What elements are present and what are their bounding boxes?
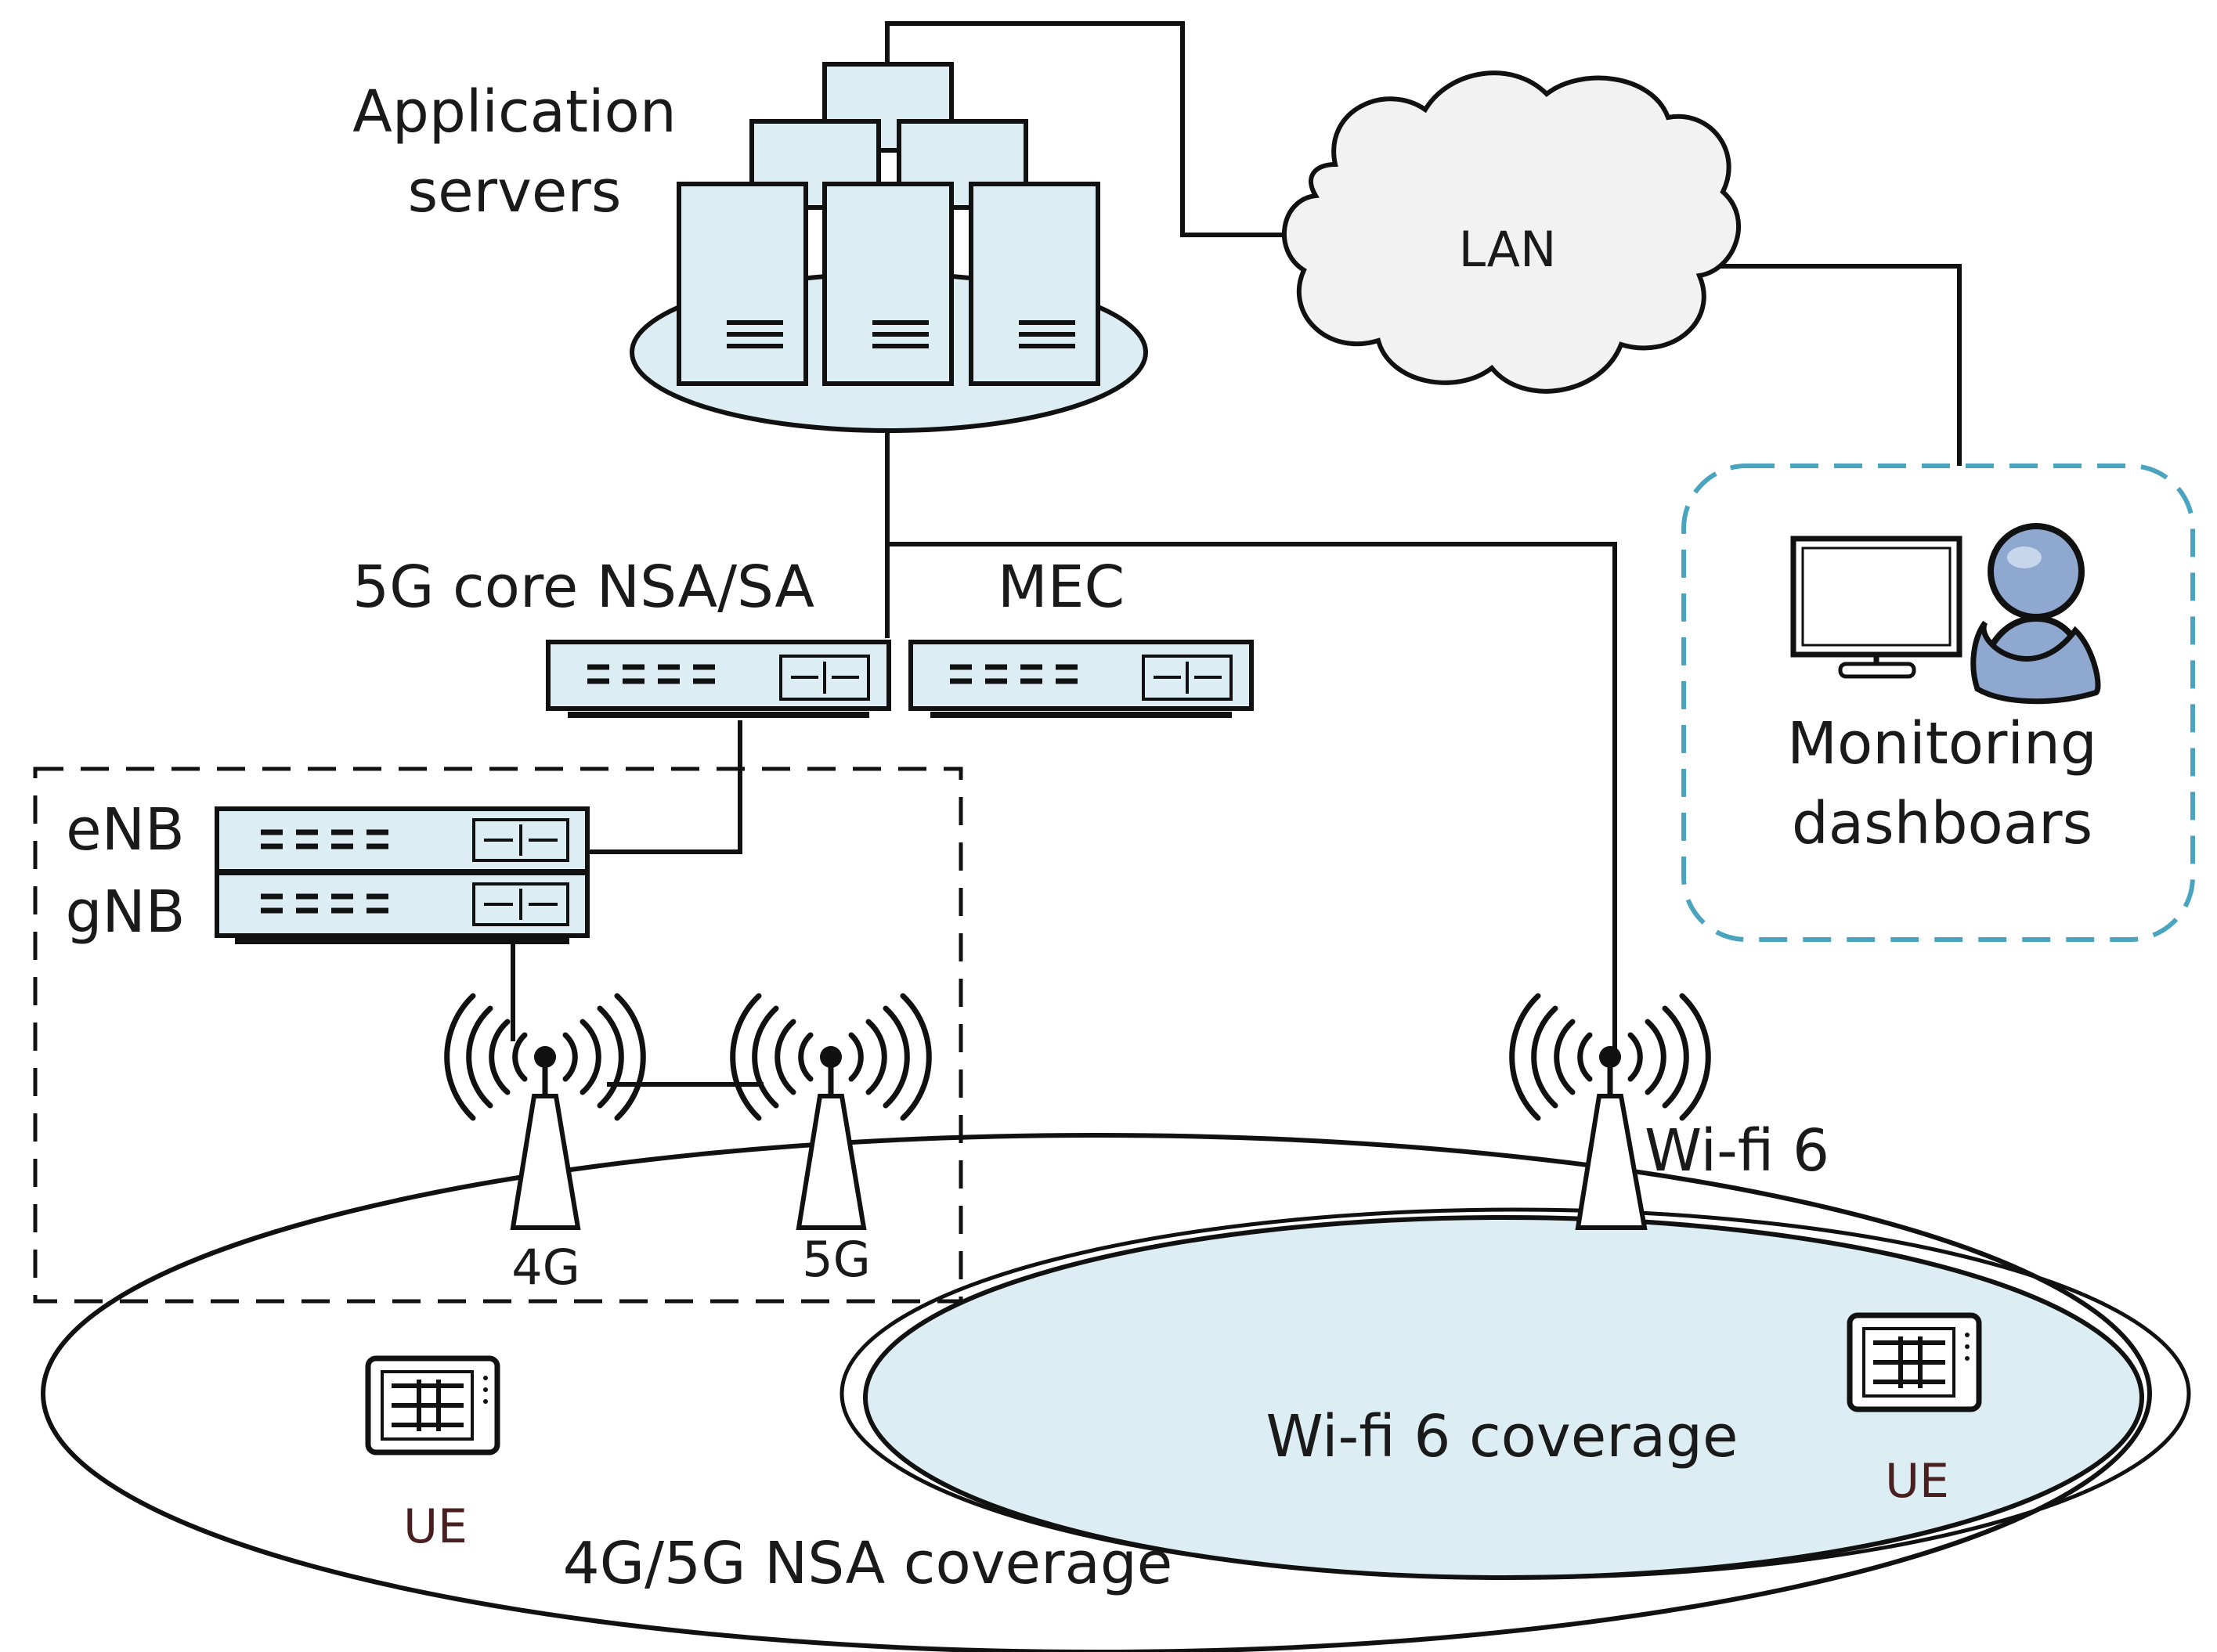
monitoring-group xyxy=(1681,463,2195,942)
wifi-coverage-area xyxy=(863,1215,2144,1580)
wifi-ap-label: Wi-fi 6 xyxy=(1645,1117,1829,1185)
antenna-tower-icon xyxy=(444,993,646,1230)
user-icon xyxy=(1970,523,2101,705)
antenna-tower-icon xyxy=(1509,993,1711,1230)
monitoring-label-line1: Monitoring xyxy=(1787,710,2097,777)
ue-right-label: UE xyxy=(1885,1454,1949,1509)
network-switch-icon xyxy=(261,829,388,849)
server-icon xyxy=(822,182,954,386)
network-switch-icon xyxy=(261,893,388,914)
application-servers xyxy=(630,62,1148,433)
monitor-icon xyxy=(1790,536,1962,679)
gnb-unit xyxy=(215,871,590,944)
server-icon xyxy=(969,182,1100,386)
mec-label: MEC xyxy=(998,554,1125,621)
server-icon xyxy=(897,119,1028,210)
network-switch-icon xyxy=(587,664,715,684)
network-switch-icon xyxy=(950,664,1078,684)
monitoring-label-line2: dashboars xyxy=(1792,790,2092,857)
ue-left-label: UE xyxy=(403,1499,468,1554)
ran-boundary xyxy=(33,766,963,1304)
core-label: 5G core NSA/SA xyxy=(352,554,814,621)
tower-4g-label: 4G xyxy=(511,1239,580,1296)
server-icon xyxy=(677,182,808,386)
enb-unit xyxy=(215,806,590,874)
lan-label: LAN xyxy=(1459,221,1557,278)
tower-5g-label: 5G xyxy=(802,1231,871,1288)
gnb-label: gNB xyxy=(65,878,185,946)
core-switch xyxy=(546,640,891,718)
cloud-icon xyxy=(1282,70,1741,394)
nsa-coverage-label: 4G/5G NSA coverage xyxy=(563,1530,1173,1597)
tablet-icon xyxy=(365,1355,500,1455)
antenna-tower-icon xyxy=(730,993,932,1230)
app-servers-label-line1: Application xyxy=(352,78,676,146)
tablet-icon xyxy=(1847,1312,1982,1412)
mec-switch xyxy=(908,640,1254,718)
wifi-coverage-label: Wi-fi 6 coverage xyxy=(1266,1403,1738,1470)
app-servers-label-line2: servers xyxy=(408,158,622,225)
enb-label: eNB xyxy=(66,796,185,864)
